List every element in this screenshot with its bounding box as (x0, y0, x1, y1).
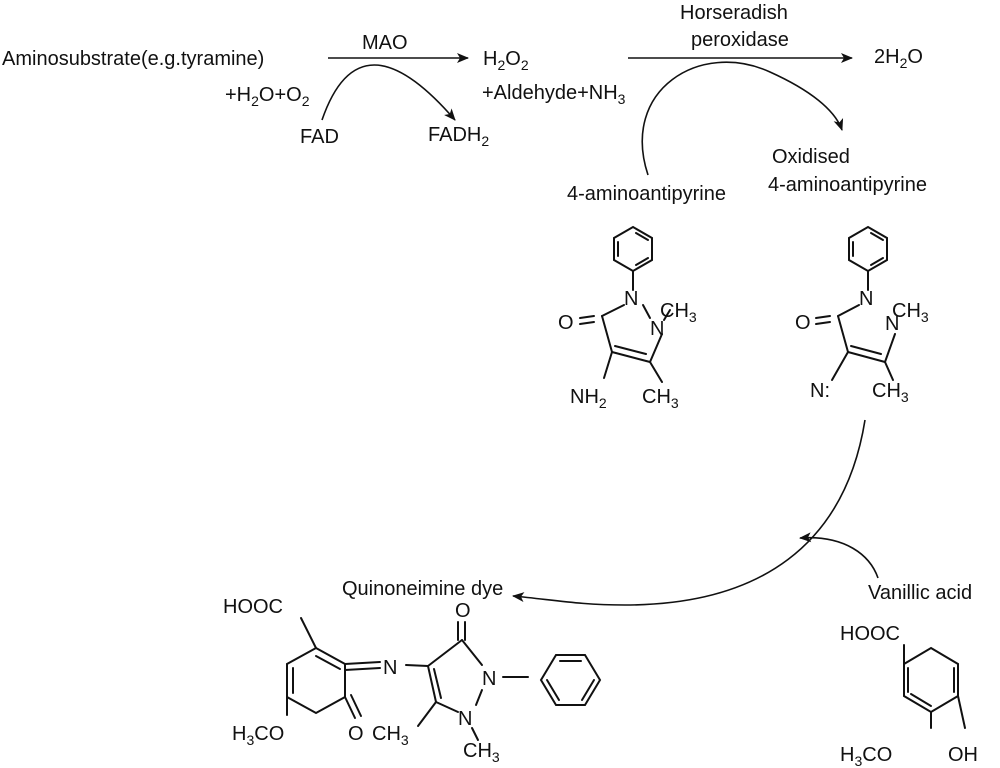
dye-n-imine: N (383, 657, 397, 679)
h2o2-label: H2O2 (483, 48, 529, 73)
aap-ch3: CH3 (642, 386, 679, 411)
dye-n1: N (482, 668, 496, 690)
dye-och3: H3CO (232, 723, 284, 748)
oxidised-label-line2: 4-aminoantipyrine (768, 174, 927, 196)
dye-o-ketone: O (455, 600, 471, 622)
mao-label: MAO (362, 32, 408, 54)
dye-formation-arrow (512, 419, 866, 606)
oxaap-n2: N (885, 313, 899, 335)
aminoantipyrine-structure: N N CH3 O NH2 CH3 (558, 225, 697, 411)
vanillic-acid-arrow (799, 532, 879, 579)
oxaap-n-rad: N: (810, 380, 830, 402)
vanillic-acid-structure: HOOC H3CO OH (840, 623, 978, 768)
dye-n2: N (458, 708, 472, 730)
oxaap-o: O (795, 312, 811, 334)
vanillic-acid-label: Vanillic acid (868, 582, 972, 604)
aap-ch3-n: CH3 (660, 300, 697, 325)
hrp-label-line1: Horseradish (680, 2, 788, 24)
oxidised-aminoantipyrine-structure: N N CH3 O N: CH3 (795, 225, 929, 405)
oxaap-n1: N (859, 288, 873, 310)
dye-cooh: HOOC (223, 596, 283, 618)
substrate-label: Aminosubstrate(e.g.tyramine) (2, 48, 264, 70)
aldehyde-nh3-label: +Aldehyde+NH3 (482, 82, 626, 107)
fad-label: FAD (300, 126, 339, 148)
fad-curved-arrow (321, 64, 456, 121)
dye-label: Quinoneimine dye (342, 578, 503, 600)
aap-n2: N (650, 318, 664, 340)
vanillic-och3: H3CO (840, 744, 892, 768)
hrp-label-line2: peroxidase (691, 29, 789, 51)
quinoneimine-dye-structure: HOOC H3CO O N O N N CH3 CH3 (223, 596, 602, 765)
dye-ch3-ring: CH3 (372, 723, 409, 748)
aap-o: O (558, 312, 574, 334)
water-oxygen-label: +H2O+O2 (225, 84, 310, 109)
dye-o-ring: O (348, 723, 364, 745)
oxidised-label-line1: Oxidised (772, 146, 850, 168)
dye-ch3-n: CH3 (463, 740, 500, 765)
aap-nh2: NH2 (570, 386, 607, 411)
aminoantipyrine-label: 4-aminoantipyrine (567, 183, 726, 205)
fadh2-label: FADH2 (428, 124, 489, 149)
hrp-curved-arrow (641, 61, 844, 176)
oxaap-ch3: CH3 (872, 380, 909, 405)
vanillic-oh: OH (948, 744, 978, 766)
vanillic-cooh: HOOC (840, 623, 900, 645)
two-water-label: 2H2O (874, 46, 923, 71)
aap-n1: N (624, 288, 638, 310)
oxaap-ch3-n: CH3 (892, 300, 929, 325)
